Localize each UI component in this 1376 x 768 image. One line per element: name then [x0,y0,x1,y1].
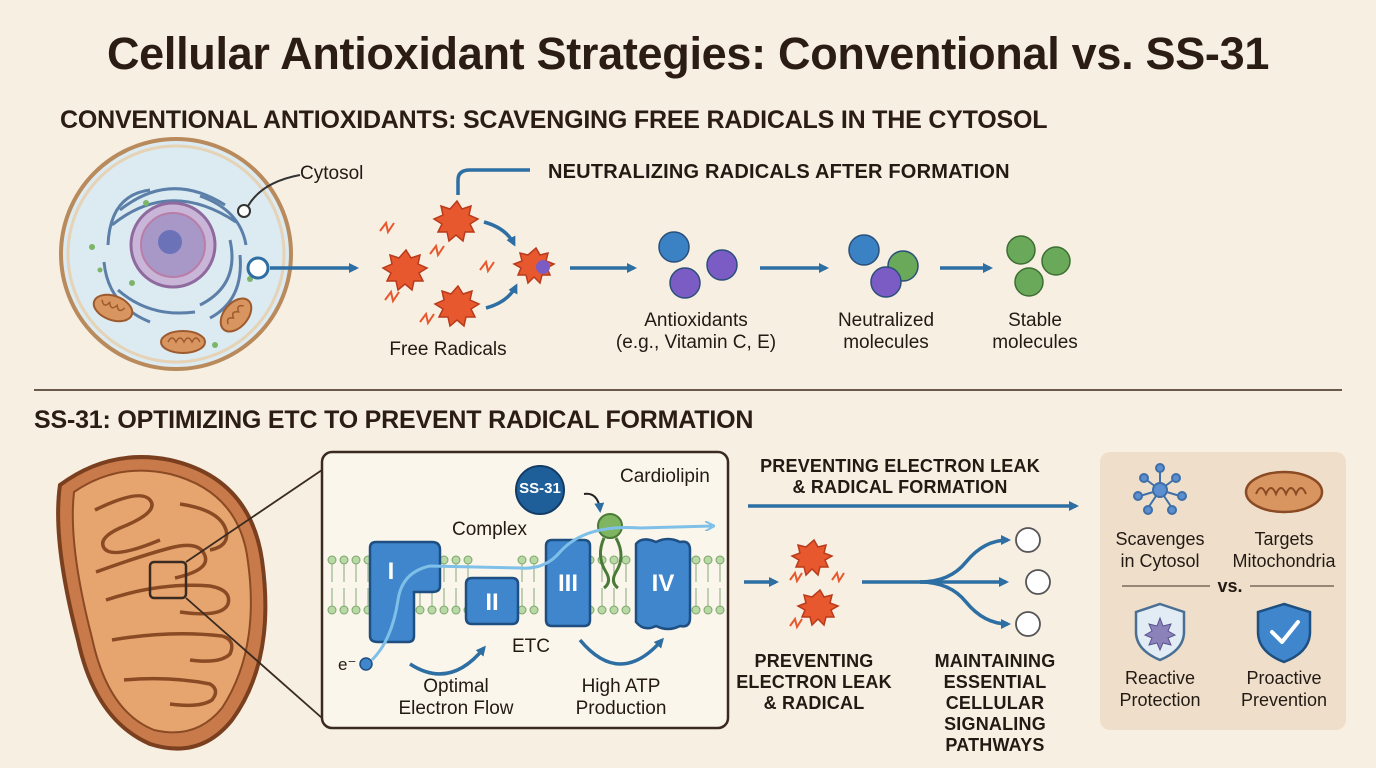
callout-neutralizing: NEUTRALIZING RADICALS AFTER FORMATION [548,161,1010,183]
signal-circles [1015,527,1051,637]
stable-molecules [1006,235,1071,297]
stable-label: Stable molecules [992,310,1078,353]
free-radicals-label: Free Radicals [389,339,507,360]
cardiolipin-label: Cardiolipin [620,466,710,487]
mitochondria-icon [1244,470,1324,514]
complex-ii-label: II [485,589,499,616]
conventional-diagram [59,137,1071,371]
ss31-diagram [56,450,1346,751]
section-divider [34,389,1342,391]
antioxidants-label: Antioxidants (e.g., Vitamin C, E) [615,310,777,353]
page-title: Cellular Antioxidant Strategies: Convent… [106,28,1270,79]
vs-label: vs. [1217,576,1243,596]
complex-iv-label: IV [651,570,675,597]
antioxidant-molecules [658,231,738,299]
scavenges-label: Scavenges in Cytosol [1115,529,1205,571]
reactive-label: Reactive Protection [1119,668,1201,710]
complex-i-label: I [387,558,395,585]
etc-inset-box [320,450,730,730]
shield-check-icon [1256,602,1312,664]
complex-label: Complex [452,519,527,540]
cardiolipin-molecule [597,513,623,590]
maintaining-label: MAINTAINING ESSENTIAL CELLULAR SIGNALING… [934,651,1056,755]
complex-ii [464,576,520,626]
shield-star-icon [1134,602,1186,662]
targets-label: Targets Mitochondria [1232,529,1336,571]
neutralized-label: Neutralized molecules [837,310,935,353]
atp-label: High ATP Production [575,676,667,719]
ss31-badge-circle [515,465,565,515]
complex-iii [544,538,592,628]
etc-radicals [790,538,840,627]
optimal-flow-label: Optimal Electron Flow [398,676,514,719]
network-icon [1133,463,1187,515]
neutralized-molecules [848,234,919,298]
cell-illustration [59,137,301,371]
mitochondrion-illustration [56,455,323,751]
complex-iii-label: III [557,570,578,597]
conventional-heading: CONVENTIONAL ANTIOXIDANTS: SCAVENGING FR… [60,106,1048,134]
free-radicals-cluster [379,199,556,328]
complex-iv [634,537,692,631]
preventing-top-label: PREVENTING ELECTRON LEAK & RADICAL FORMA… [760,456,1040,497]
ss31-badge-label: SS-31 [519,480,561,497]
electron-label: e⁻ [338,655,357,674]
electron-dot [359,657,373,671]
proactive-label: Proactive Prevention [1240,668,1328,710]
etc-label: ETC [512,636,550,657]
ss31-heading: SS-31: OPTIMIZING ETC TO PREVENT RADICAL… [34,406,754,434]
cytosol-label: Cytosol [300,163,364,184]
preventing-bottom-label: PREVENTING ELECTRON LEAK & RADICAL [736,651,892,713]
